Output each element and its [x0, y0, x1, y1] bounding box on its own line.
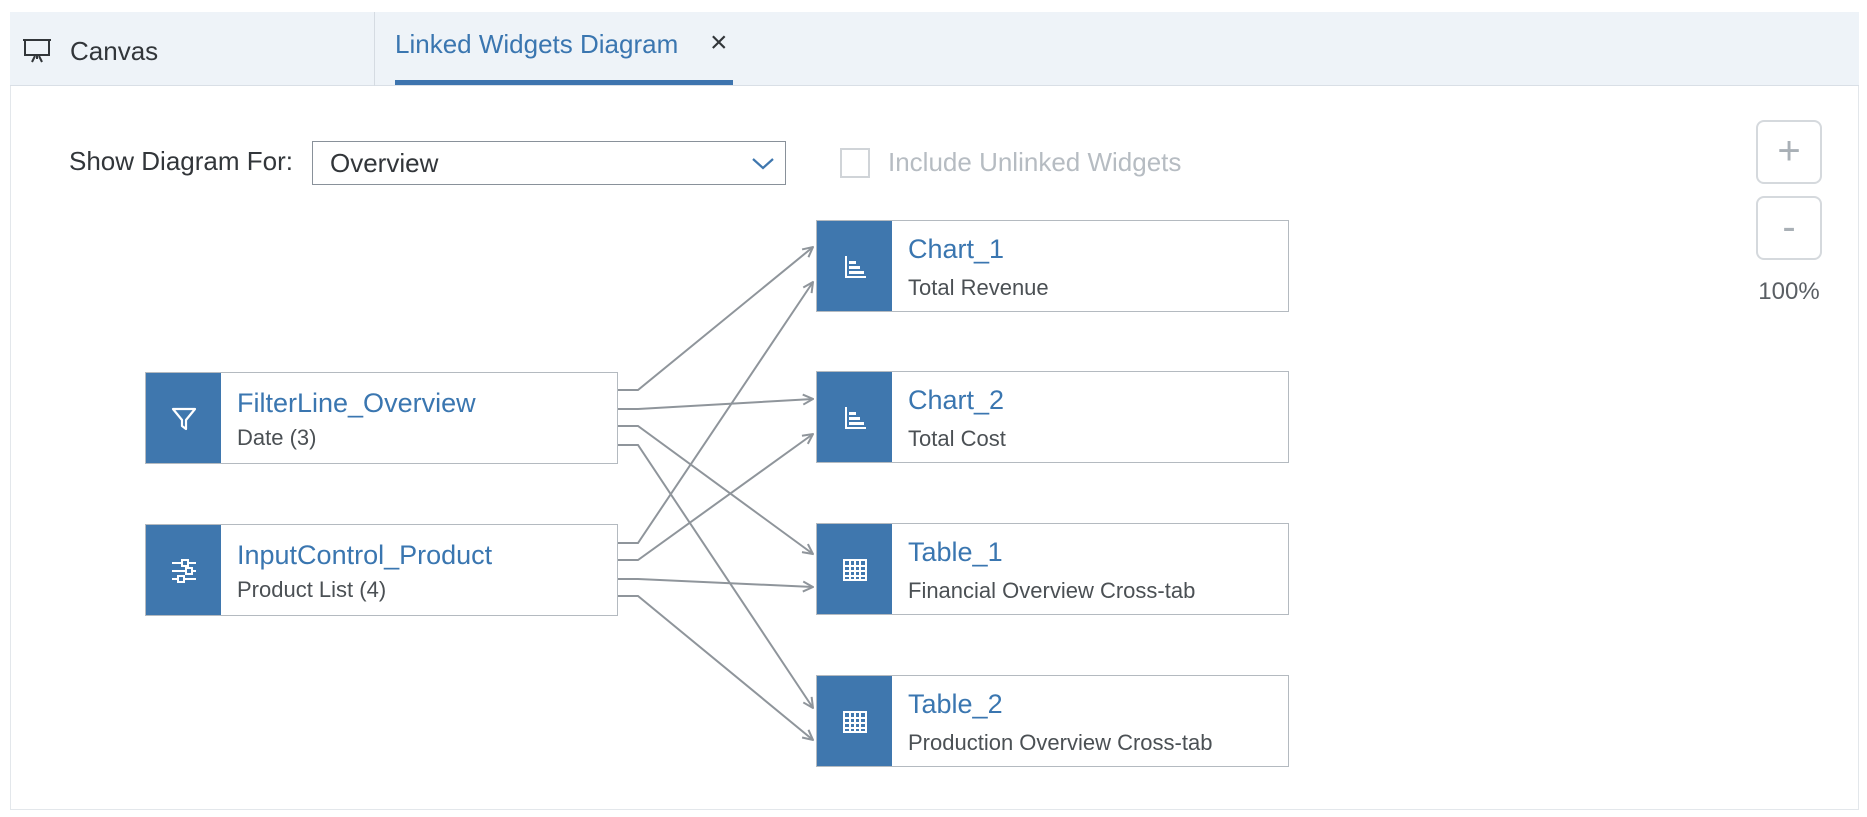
widget-name: Table_1 [908, 537, 1003, 567]
widget-node-inputcontrol-product[interactable]: InputControl_Product Product List (4) [145, 524, 618, 616]
widget-node-table-1[interactable]: Table_1 Financial Overview Cross-tab [816, 523, 1289, 615]
widget-node-chart-2[interactable]: Chart_2 Total Cost [816, 371, 1289, 463]
widget-name: Chart_1 [908, 234, 1005, 264]
select-value: Overview [330, 148, 439, 178]
include-unlinked-label: Include Unlinked Widgets [888, 147, 1182, 177]
bar-chart-icon [845, 256, 866, 278]
widget-type-band [817, 524, 892, 614]
widget-description: Financial Overview Cross-tab [908, 578, 1196, 603]
tab-linked-widgets-diagram[interactable]: Linked Widgets Diagram × [395, 12, 733, 86]
widget-description: Total Cost [908, 426, 1006, 451]
bar-chart-icon [845, 407, 866, 429]
zoom-out-button[interactable]: - [1756, 196, 1822, 260]
presentation-icon [23, 39, 51, 63]
zoom-level: 100% [1758, 278, 1820, 305]
sliders-icon [172, 559, 196, 583]
widget-description: Production Overview Cross-tab [908, 730, 1213, 755]
widget-description: Product List (4) [237, 577, 387, 602]
show-diagram-label: Show Diagram For: [69, 146, 293, 176]
tab-linked-widgets-label: Linked Widgets Diagram [395, 29, 679, 59]
chevron-down-icon [752, 158, 774, 170]
widget-name: InputControl_Product [237, 540, 493, 570]
table-icon [843, 711, 867, 733]
widget-type-band [817, 221, 892, 311]
tab-canvas[interactable]: Canvas [10, 12, 375, 86]
widget-description: Total Revenue [908, 275, 1049, 300]
widget-type-band [146, 373, 221, 463]
widget-node-chart-1[interactable]: Chart_1 Total Revenue [816, 220, 1289, 312]
widget-type-band [146, 525, 221, 615]
tab-canvas-label: Canvas [70, 36, 159, 66]
include-unlinked-checkbox[interactable] [840, 148, 870, 178]
widget-type-band [817, 676, 892, 766]
widget-description: Date (3) [237, 425, 317, 450]
widget-type-band [817, 372, 892, 462]
diagram-scope-select[interactable]: Overview [312, 141, 786, 185]
active-tab-indicator [395, 80, 733, 85]
zoom-in-button[interactable]: + [1756, 120, 1822, 184]
table-icon [843, 559, 867, 581]
widget-node-table-2[interactable]: Table_2 Production Overview Cross-tab [816, 675, 1289, 767]
widget-name: Table_2 [908, 689, 1003, 719]
widget-name: FilterLine_Overview [237, 388, 476, 418]
tab-bar [10, 12, 1859, 86]
widget-node-filterline-overview[interactable]: FilterLine_Overview Date (3) [145, 372, 618, 464]
close-icon[interactable]: × [710, 26, 728, 59]
widget-name: Chart_2 [908, 385, 1005, 415]
filter-icon [171, 407, 197, 431]
